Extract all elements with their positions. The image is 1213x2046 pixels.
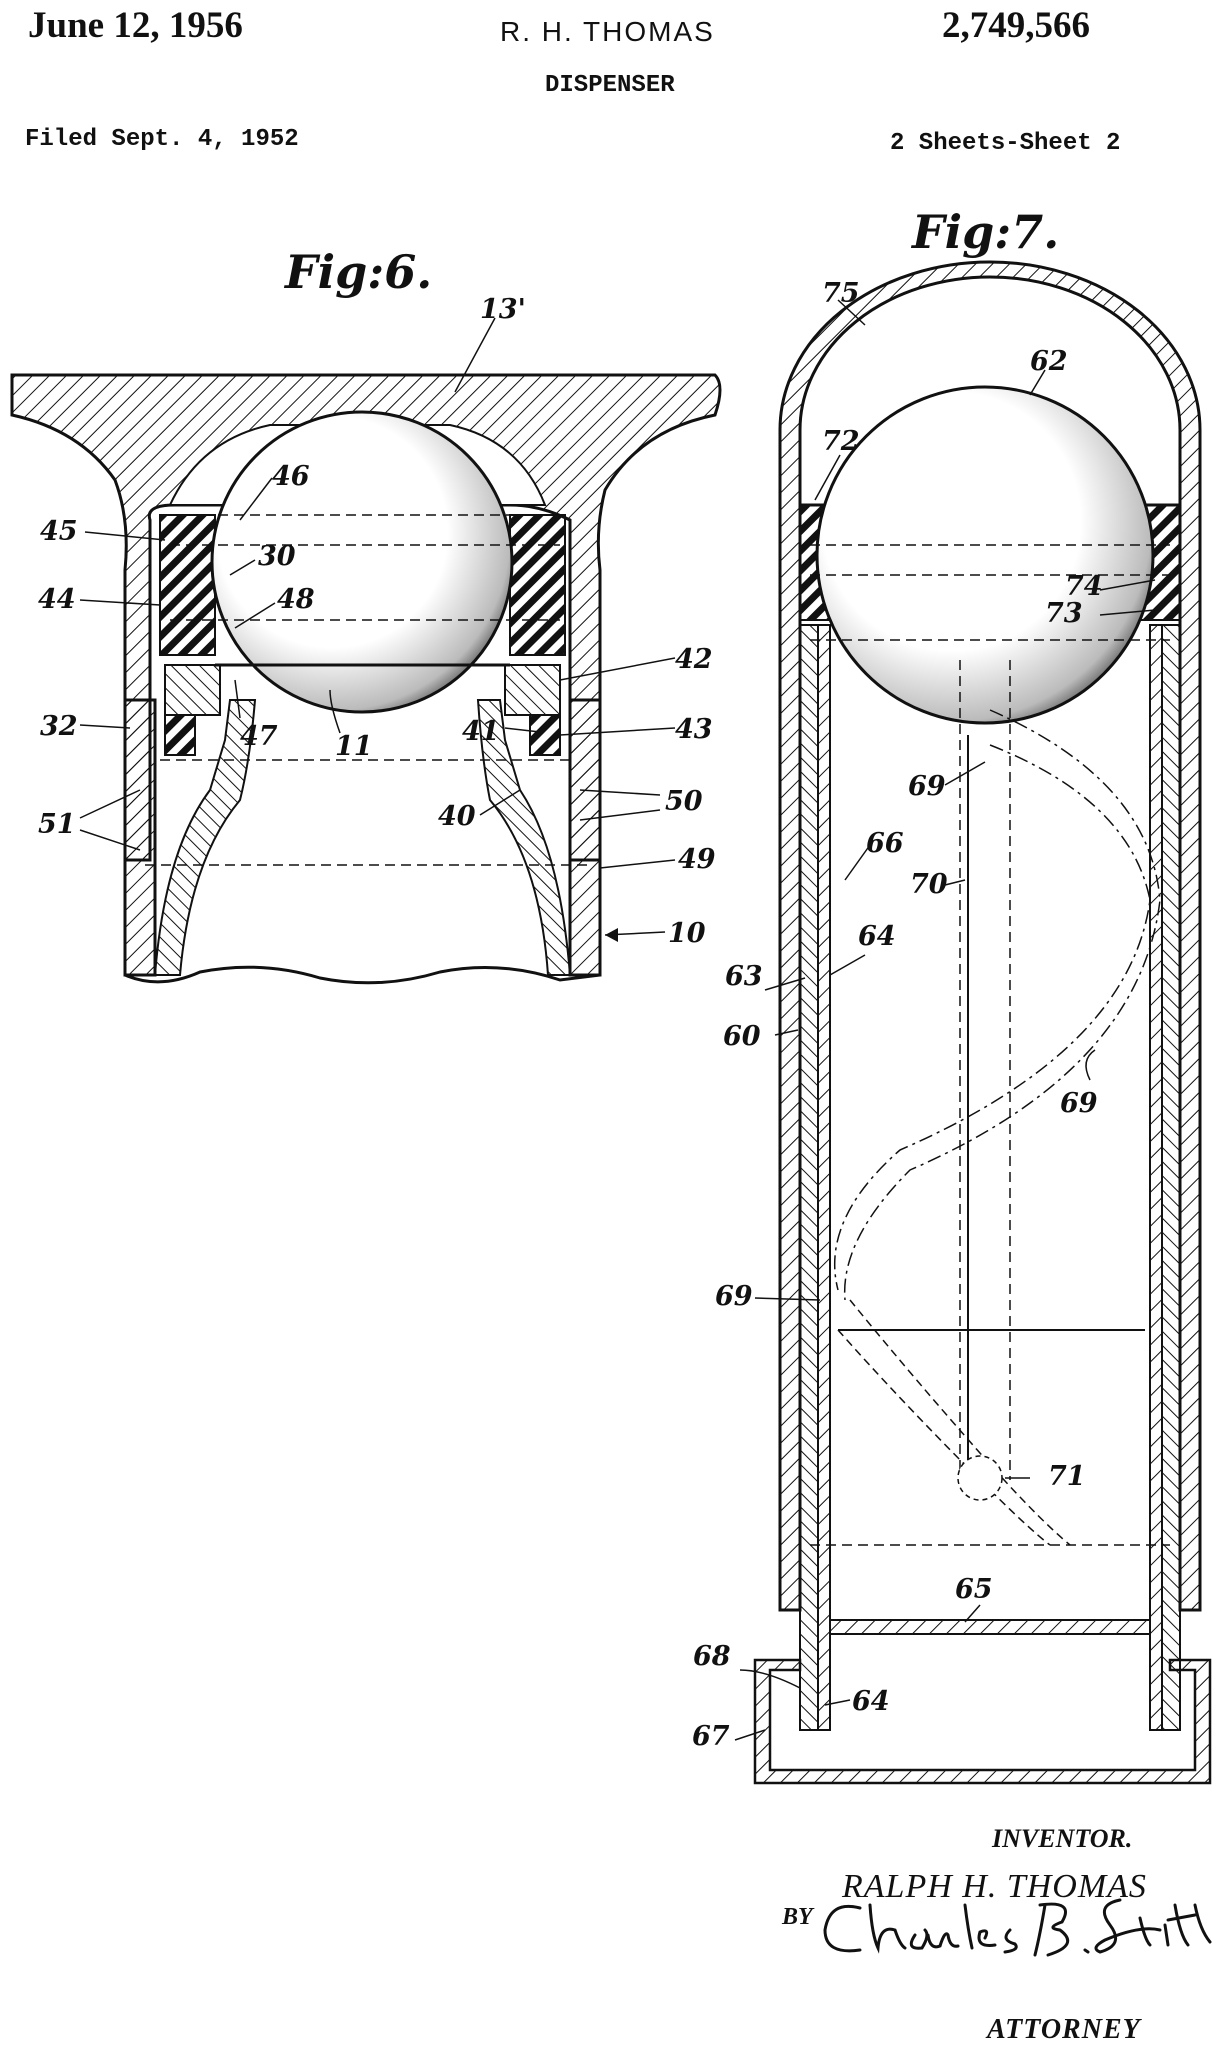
fig6-ref: 30 (258, 541, 296, 572)
fig7-ref: 62 (1030, 346, 1068, 377)
fig7-ref: 73 (1045, 598, 1083, 629)
attorney-label: ATTORNEY (987, 2014, 1141, 2045)
fig7-ref: 72 (822, 426, 860, 457)
fig7-ref: 69 (715, 1281, 753, 1312)
fig7-ref: 63 (725, 961, 763, 992)
fig6-ref: 49 (678, 844, 716, 875)
attorney-signature (823, 1898, 1212, 1957)
fig7-base (753, 1658, 1212, 1785)
figure-6: Fig:6. 13' 46 45 30 44 48 42 32 47 11 41… (10, 245, 722, 985)
fig6-ref: 43 (675, 714, 713, 745)
fig6-ball (210, 410, 514, 714)
fig6-ref: 48 (277, 584, 315, 615)
fig7-ref: 69 (908, 771, 946, 802)
fig7-ref: 66 (866, 828, 904, 859)
fig7-ref: 74 (1065, 571, 1103, 602)
fig7-outer-shell (778, 260, 1202, 1612)
patent-date: June 12, 1956 (28, 5, 243, 46)
fig6-ref: 42 (675, 644, 713, 675)
fig6-ref: 32 (40, 711, 78, 742)
fig6-label: Fig:6. (283, 245, 432, 299)
fig7-ref: 64 (858, 921, 896, 952)
filed-date: Filed Sept. 4, 1952 (25, 126, 299, 153)
fig7-ref: 64 (852, 1686, 890, 1717)
fig6-ref: 47 (240, 721, 278, 752)
fig6-ref: 51 (38, 809, 76, 840)
fig6-ref: 50 (665, 786, 703, 817)
inventor-name: RALPH H. THOMAS (842, 1868, 1147, 1905)
fig7-ref: 70 (910, 869, 948, 900)
fig7-ref: 69 (1060, 1088, 1098, 1119)
patent-title: DISPENSER (545, 72, 675, 99)
sheet-count: 2 Sheets-Sheet 2 (890, 130, 1121, 157)
by-label: BY (782, 1904, 813, 1930)
fig6-ref: 41 (462, 716, 500, 747)
fig7-ref: 71 (1048, 1461, 1086, 1492)
fig6-ref: 13' (480, 294, 526, 325)
inventor-label: INVENTOR. (992, 1824, 1133, 1853)
fig7-label: Fig:7. (910, 205, 1059, 259)
fig6-ref: 10 (668, 918, 706, 949)
fig7-ref: 68 (693, 1641, 731, 1672)
figure-7: Fig:7. 75 62 72 74 73 69 66 70 64 63 60 … (692, 205, 1212, 1785)
fig6-ref: 40 (438, 801, 476, 832)
patent-number: 2,749,566 (942, 5, 1090, 46)
inventor-header: R. H. THOMAS (500, 16, 715, 47)
fig7-ref: 60 (723, 1021, 761, 1052)
fig6-ref: 45 (40, 516, 78, 547)
fig6-ref: 46 (272, 461, 310, 492)
fig6-ref: 11 (335, 731, 373, 762)
fig7-ref: 65 (955, 1574, 993, 1605)
fig7-ball (815, 385, 1155, 725)
fig7-ref: 67 (692, 1721, 730, 1752)
fig6-ref: 44 (38, 584, 76, 615)
fig7-ref: 75 (822, 278, 860, 309)
